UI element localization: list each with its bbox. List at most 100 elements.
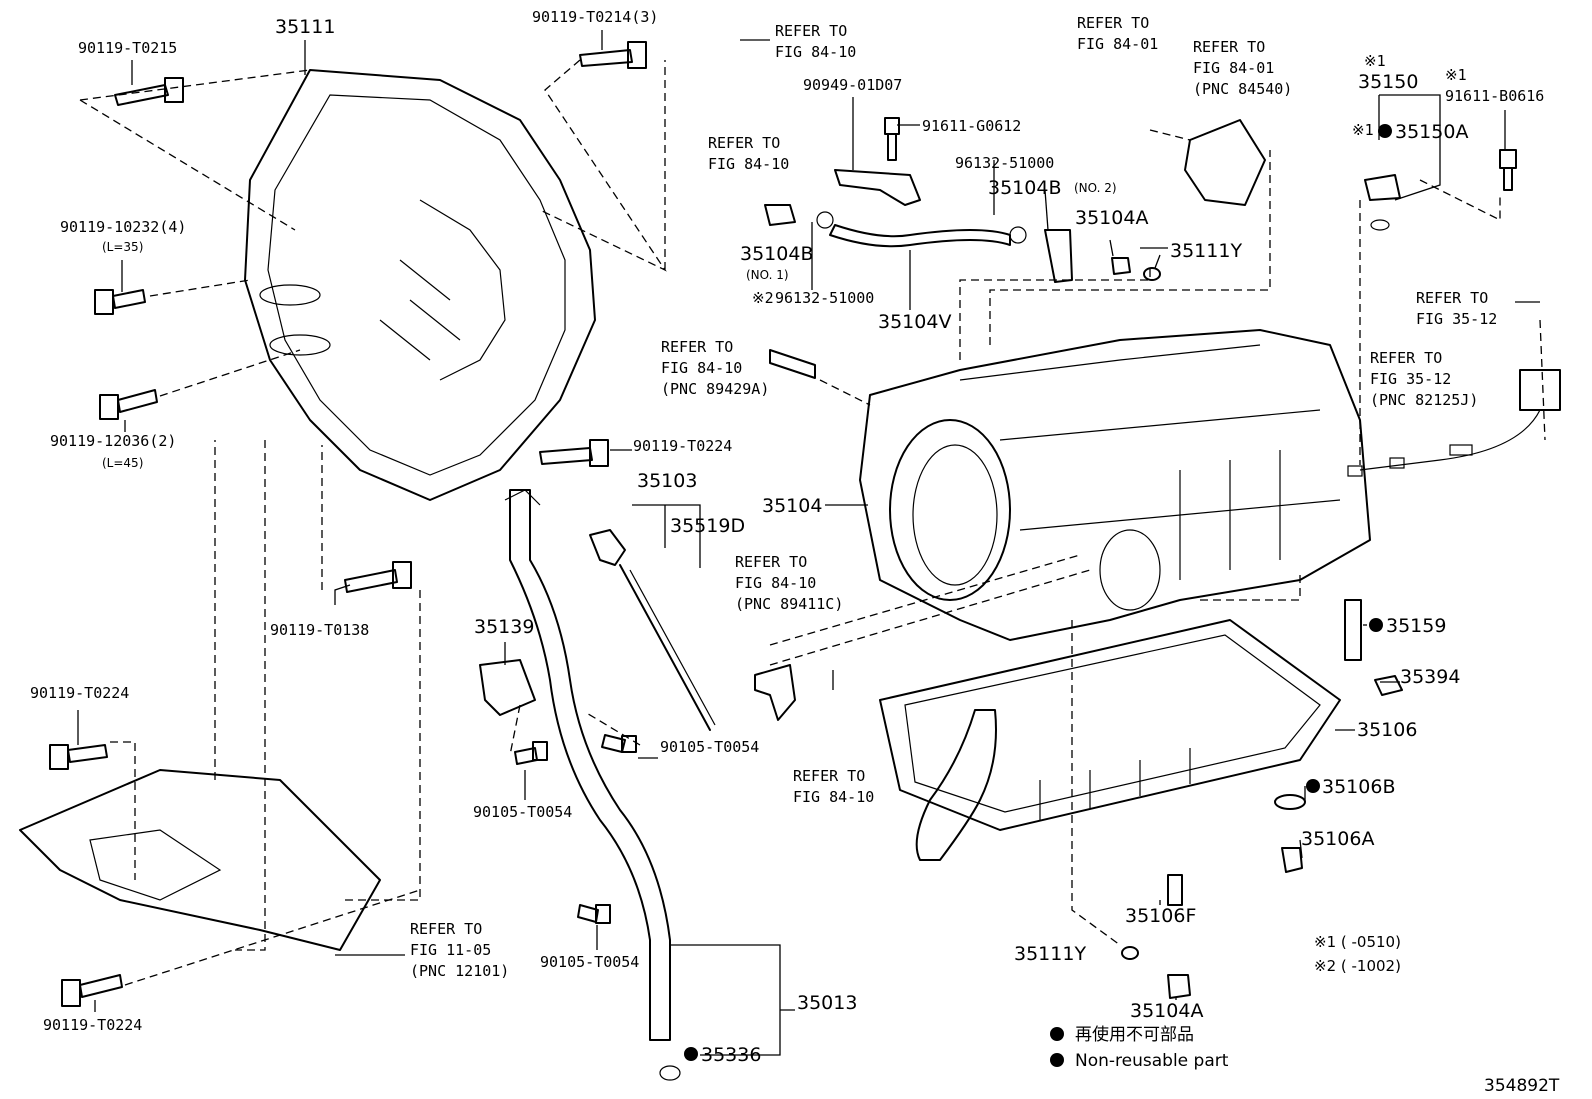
label-90119-12036-length: (L=45) — [102, 456, 143, 470]
label-35104A-bottom: 35104A — [1130, 1000, 1203, 1022]
tube-35159[interactable] — [1344, 599, 1362, 661]
label-90119-T0224-b: 90119-T0224 — [30, 684, 129, 702]
non-reusable-marker-35150A — [1378, 124, 1392, 138]
union-35104B-no2[interactable] — [1044, 229, 1073, 283]
label-90119-T0224-a: 90119-T0224 — [633, 437, 732, 455]
o-ring-35336[interactable] — [659, 1065, 681, 1081]
label-refer-84-01-b-line1: REFER TO — [1193, 38, 1265, 56]
footnotes: ※1 ( -0510) ※2 ( -1002) — [1314, 933, 1401, 975]
bolt-90105-T0054-b[interactable] — [514, 741, 548, 765]
label-35104B-no2-sub: (NO. 2) — [1074, 181, 1117, 195]
label-35111Y-bottom: 35111Y — [1014, 943, 1086, 965]
label-refer-84-10-bot-line1: REFER TO — [793, 767, 865, 785]
legend: 再使用不可部品 Non-reusable part — [1050, 1024, 1229, 1071]
label-35111Y-top: 35111Y — [1170, 240, 1242, 262]
bolt-90119-T0224-c[interactable] — [61, 974, 123, 1007]
label-35150: 35150 — [1358, 71, 1418, 93]
clamp-96132-b — [816, 211, 834, 229]
magnet-35394[interactable] — [1374, 675, 1403, 696]
label-refer-84-10-top-line2: FIG 84-10 — [775, 43, 856, 61]
label-90949-01D07: 90949-01D07 — [803, 76, 902, 94]
label-refer-89411-line1: REFER TO — [735, 553, 807, 571]
label-refer-35-12-b-line1: REFER TO — [1370, 349, 1442, 367]
bolt-90119-T0224-a[interactable] — [539, 439, 609, 467]
bolt-90119-T0224-b[interactable] — [49, 744, 108, 770]
bolt-90119-10232[interactable] — [94, 289, 146, 315]
label-mark1-91611: ※1 — [1445, 66, 1467, 84]
transmission-housing-35111[interactable] — [244, 69, 596, 501]
bracket-35139[interactable] — [479, 659, 536, 716]
o-ring-35150[interactable] — [1370, 219, 1390, 231]
label-refer-89411-line2: FIG 84-10 — [735, 574, 816, 592]
stud-35106F[interactable] — [1167, 874, 1183, 906]
label-refer-35-12-a-line2: FIG 35-12 — [1416, 310, 1497, 328]
transmission-case-35104[interactable] — [859, 329, 1371, 641]
label-refer-35-12-b-line2: FIG 35-12 — [1370, 370, 1451, 388]
label-35104V: 35104V — [878, 311, 951, 333]
label-91611-G0612: 91611-G0612 — [922, 117, 1021, 135]
label-refer-84-01-b-line3: (PNC 84540) — [1193, 80, 1292, 98]
label-refer-89429-line1: REFER TO — [661, 338, 733, 356]
label-35103: 35103 — [637, 470, 697, 492]
label-refer-11-05-line1: REFER TO — [410, 920, 482, 938]
oil-pan-35106[interactable] — [879, 619, 1341, 831]
label-90119-12036: 90119-12036(2) — [50, 432, 176, 450]
label-refer-84-10-top-line1: REFER TO — [775, 22, 847, 40]
speed-sensor — [754, 664, 796, 721]
label-90119-10232-length: (L=35) — [102, 240, 143, 254]
label-90105-T0054-a: 90105-T0054 — [660, 738, 759, 756]
wire-harness — [1347, 369, 1561, 477]
label-refer-84-01-b-line2: FIG 84-01 — [1193, 59, 1274, 77]
label-mark1-35150A: ※1 — [1352, 121, 1374, 139]
footnote-2: ※2 ( -1002) — [1314, 957, 1401, 975]
label-refer-89429-line2: FIG 84-10 — [661, 359, 742, 377]
non-reusable-marker-35336 — [684, 1047, 698, 1061]
bolt-90119-12036[interactable] — [99, 389, 158, 420]
label-90119-T0138: 90119-T0138 — [270, 621, 369, 639]
o-ring-35111Y-top[interactable] — [1143, 267, 1161, 281]
bolt-90119-T0215[interactable] — [114, 77, 184, 106]
gasket-35106B[interactable] — [1274, 794, 1306, 810]
label-90105-T0054-c: 90105-T0054 — [540, 953, 639, 971]
oil-level-gauge-35103[interactable] — [589, 529, 716, 731]
bolt-91611-B0616[interactable] — [1499, 149, 1517, 191]
label-35013: 35013 — [797, 992, 857, 1014]
label-35106F: 35106F — [1125, 905, 1196, 927]
oil-strainer-pipe — [915, 709, 997, 861]
figure-id: 354892T — [1484, 1076, 1560, 1096]
label-35104B-no1: 35104B — [740, 243, 813, 265]
breather-hose-35104V[interactable] — [829, 224, 1011, 248]
bolt-90119-T0138[interactable] — [344, 561, 412, 593]
label-refer-11-05-line2: FIG 11-05 — [410, 941, 491, 959]
label-90119-10232: 90119-10232(4) — [60, 218, 186, 236]
label-refer-84-10-mid-line2: FIG 84-10 — [708, 155, 789, 173]
label-35104B-no2: 35104B — [988, 177, 1061, 199]
o-ring-35111Y-bottom[interactable] — [1121, 946, 1139, 960]
label-35111: 35111 — [275, 16, 335, 38]
bolt-90105-T0054-a[interactable] — [601, 734, 637, 753]
filler-tube-top — [504, 489, 541, 506]
label-90105-T0054-b: 90105-T0054 — [473, 803, 572, 821]
label-refer-35-12-a-line1: REFER TO — [1416, 289, 1488, 307]
label-35139: 35139 — [474, 616, 534, 638]
bolt-91611-G0612[interactable] — [884, 117, 900, 161]
label-refer-11-05-line3: (PNC 12101) — [410, 962, 509, 980]
label-refer-89429-line3: (PNC 89429A) — [661, 380, 769, 398]
label-96132-51000-b: 96132-51000 — [775, 289, 874, 307]
plug-35106A[interactable] — [1281, 847, 1303, 873]
underbody-plate — [19, 769, 381, 951]
bolt-90119-T0214[interactable] — [579, 41, 647, 69]
solenoid-35150A[interactable] — [1364, 174, 1401, 201]
oil-filler-tube-35013[interactable] — [509, 489, 671, 1041]
label-refer-89411-line3: (PNC 89411C) — [735, 595, 843, 613]
label-refer-84-01-a-line2: FIG 84-01 — [1077, 35, 1158, 53]
label-35106: 35106 — [1357, 719, 1417, 741]
plug-35104A-top[interactable] — [1111, 257, 1131, 275]
bolt-90105-T0054-c[interactable] — [577, 904, 611, 924]
label-35106A: 35106A — [1301, 828, 1374, 850]
plug-35104A-bottom[interactable] — [1167, 974, 1191, 999]
label-refer-35-12-b-line3: (PNC 82125J) — [1370, 391, 1478, 409]
clamp-96132-a — [1009, 226, 1027, 244]
union-35104B-no1[interactable] — [764, 204, 796, 226]
